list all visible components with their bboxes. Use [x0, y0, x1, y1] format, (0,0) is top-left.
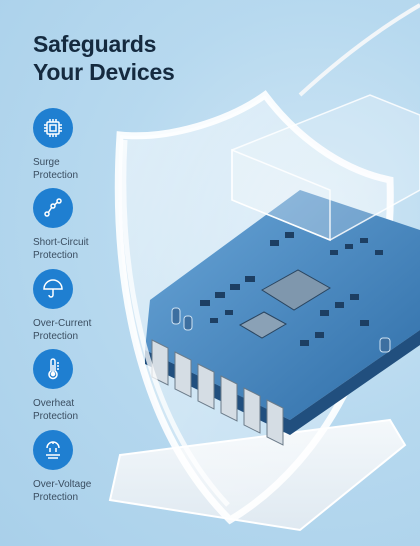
feature-label: Over-Current Protection — [33, 317, 143, 343]
title-line-2: Your Devices — [33, 59, 175, 85]
feature-label-line-2: Protection — [33, 492, 79, 503]
chip-icon — [33, 108, 73, 148]
feature-label: Short-Circuit Protection — [33, 236, 143, 262]
feature-label-line-1: Over-Voltage — [33, 479, 92, 490]
feature-label-line-2: Protection — [33, 250, 79, 261]
feature-surge: Surge Protection — [33, 108, 143, 182]
feature-label-line-2: Protection — [33, 331, 79, 342]
transparent-case — [231, 94, 420, 242]
feature-label-line-1: Overheat — [33, 398, 75, 409]
feature-overheat: Overheat Protection — [33, 349, 143, 423]
feature-label: Surge Protection — [33, 156, 143, 182]
umbrella-icon — [33, 269, 73, 309]
feature-over-voltage: Over-Voltage Protection — [33, 430, 143, 504]
feature-label-line-2: Protection — [33, 170, 79, 181]
page-title: Safeguards Your Devices — [33, 30, 175, 86]
feature-short-circuit: Short-Circuit Protection — [33, 188, 143, 262]
circuit-nodes-icon — [33, 188, 73, 228]
usb-ports — [151, 339, 284, 446]
cable — [298, 3, 420, 97]
feature-label: Overheat Protection — [33, 397, 143, 423]
feature-label-line-2: Protection — [33, 411, 79, 422]
feature-label-line-1: Surge — [33, 157, 60, 168]
feature-label: Over-Voltage Protection — [33, 478, 143, 504]
plug-icon — [33, 430, 73, 470]
feature-over-current: Over-Current Protection — [33, 269, 143, 343]
title-line-1: Safeguards — [33, 31, 157, 57]
thermometer-icon — [33, 349, 73, 389]
feature-label-line-1: Short-Circuit — [33, 237, 89, 248]
feature-label-line-1: Over-Current — [33, 318, 92, 329]
shield-highlight — [121, 139, 230, 507]
